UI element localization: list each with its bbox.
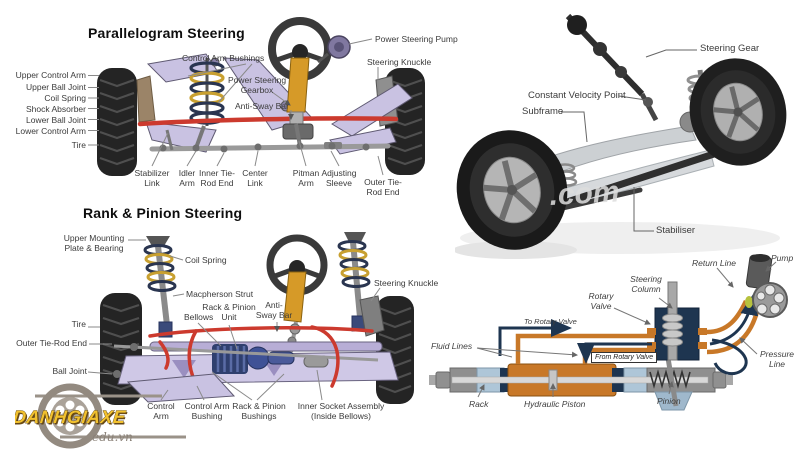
- steering-wheel-column: [268, 17, 351, 140]
- label-to-rotary-valve: To Rotary Valve: [524, 317, 577, 326]
- label-control-arm: Control Arm: [147, 401, 175, 421]
- rack-rod: [451, 376, 709, 384]
- label-stabiliser: Stabiliser: [656, 225, 696, 236]
- label-idler-arm: Idler Arm: [178, 168, 196, 188]
- anti-sway-bar: [137, 116, 399, 127]
- label-hydraulic-piston: Hydraulic Piston: [524, 399, 586, 409]
- label-control-arm-bushings: Control Arm Bushings: [182, 53, 265, 63]
- label-rack-pinion-unit: Rack & Pinion Unit: [202, 302, 256, 322]
- label-upper-mounting-plate: Upper Mounting Plate & Bearing: [63, 233, 125, 253]
- label-cv-point: Constant Velocity Point: [528, 90, 626, 101]
- label-upper-control-arm: Upper Control Arm: [15, 70, 86, 80]
- label-steering-gear: Steering Gear: [700, 43, 760, 54]
- label-fluid-lines: Fluid Lines: [431, 341, 473, 351]
- label-anti-sway-bar: Anti-Sway Bar: [235, 101, 289, 111]
- label-macpherson-strut: Macpherson Strut: [186, 289, 254, 299]
- outer-tie-rod-end-part: [130, 343, 138, 351]
- label-outer-tie-rod-end: Outer Tie- Rod End: [364, 177, 402, 197]
- brand-text: DANHGIAXE: [15, 407, 127, 427]
- steering-knuckle-part: [359, 295, 385, 337]
- label-return-line: Return Line: [692, 258, 736, 268]
- p1-leader-lines: [88, 38, 384, 176]
- steering-column-part: [565, 13, 659, 122]
- tire-front-right: [376, 296, 414, 404]
- brand-domain: edu.vn: [92, 430, 133, 444]
- label-lower-control-arm: Lower Control Arm: [15, 126, 86, 136]
- danhgiaxe-watermark: DANHGIAXE DANHGIAXE edu.vn: [15, 383, 186, 449]
- label-pump: Pump: [771, 253, 794, 263]
- photo-watermark: .com: [549, 175, 621, 212]
- p4-leader-lines: [476, 261, 777, 398]
- label-inner-socket-assembly: Inner Socket Assembly (Inside Bellows): [297, 401, 385, 421]
- label-subframe: Subframe: [522, 106, 564, 117]
- label-pitman-arm: Pitman Arm: [292, 168, 320, 188]
- label-anti-sway-bar-2: Anti- Sway Bar: [255, 300, 293, 320]
- hub-left: [136, 75, 156, 123]
- label-shock-absorber: Shock Absorber: [25, 104, 86, 114]
- label-coil-spring: Coil Spring: [44, 93, 86, 103]
- label-rotary-valve: Rotary Valve: [588, 291, 614, 311]
- label-rack: Rack: [469, 399, 489, 409]
- label-center-link: Center Link: [242, 168, 268, 188]
- label-outer-tie-rod-end-2: Outer Tie-Rod End: [16, 338, 87, 348]
- label-stabilizer-link: Stabilizer Link: [134, 168, 170, 188]
- wheel-shadow: [455, 241, 577, 259]
- center-link-assembly: [149, 123, 391, 153]
- rack-and-pinion-assembly: [113, 341, 399, 385]
- cv-joint-part: [643, 97, 653, 107]
- stabiliser-part: [551, 148, 724, 210]
- label-inner-tie-rod-end: Inner Tie- Rod End: [199, 168, 235, 188]
- label-power-steering-gearbox: Power Steering Gearbox: [227, 75, 287, 95]
- wheel-right: [689, 58, 787, 166]
- label-steering-column: Steering Column: [630, 274, 662, 294]
- tire-front-left: [97, 68, 137, 176]
- rotary-valve-part: [647, 281, 707, 361]
- ball-joint-part: [113, 370, 121, 378]
- label-pressure-line: Pressure Line: [759, 349, 795, 369]
- label-steering-knuckle-2: Steering Knuckle: [374, 278, 439, 288]
- label-rack-pinion-bushings: Rack & Pinion Bushings: [232, 401, 286, 421]
- label-adjusting-sleeve: Adjusting Sleeve: [321, 168, 357, 188]
- steering-wheel-column: [266, 234, 328, 353]
- rack-pinion-unit-part: [246, 346, 270, 370]
- label-upper-ball-joint: Upper Ball Joint: [25, 82, 86, 92]
- pump-part: [745, 254, 788, 318]
- label-power-steering-pump: Power Steering Pump: [375, 34, 458, 44]
- title-parallelogram-steering: Parallelogram Steering: [88, 25, 245, 41]
- label-from-rotary-valve: From Rotary Valve: [591, 352, 658, 363]
- watermark-wheel-icon: [35, 383, 186, 449]
- axle-3d-render: .com: [455, 13, 787, 259]
- hydraulic-steering-diagram: [429, 254, 788, 411]
- label-pinion: Pinion: [657, 396, 681, 406]
- label-steering-knuckle: Steering Knuckle: [367, 57, 432, 67]
- wheel-left: [456, 130, 568, 250]
- p3-leader-lines: [561, 49, 697, 232]
- macpherson-strut-left: [143, 236, 177, 338]
- macpherson-strut-right: [337, 232, 385, 337]
- p2-leader-lines: [87, 239, 381, 401]
- label-coil-spring-2: Coil Spring: [185, 255, 227, 265]
- title-rank-pinion-steering: Rank & Pinion Steering: [83, 205, 243, 221]
- label-bellows: Bellows: [184, 312, 214, 322]
- label-lower-ball-joint: Lower Ball Joint: [25, 115, 86, 125]
- label-ball-joint: Ball Joint: [52, 366, 88, 376]
- label-tire-2: Tire: [71, 319, 86, 329]
- label-tire: Tire: [71, 140, 86, 150]
- brand-text-shadow: DANHGIAXE: [15, 409, 128, 429]
- parallelogram-steering-diagram: [88, 17, 425, 176]
- label-control-arm-bushing: Control Arm Bushing: [184, 401, 230, 421]
